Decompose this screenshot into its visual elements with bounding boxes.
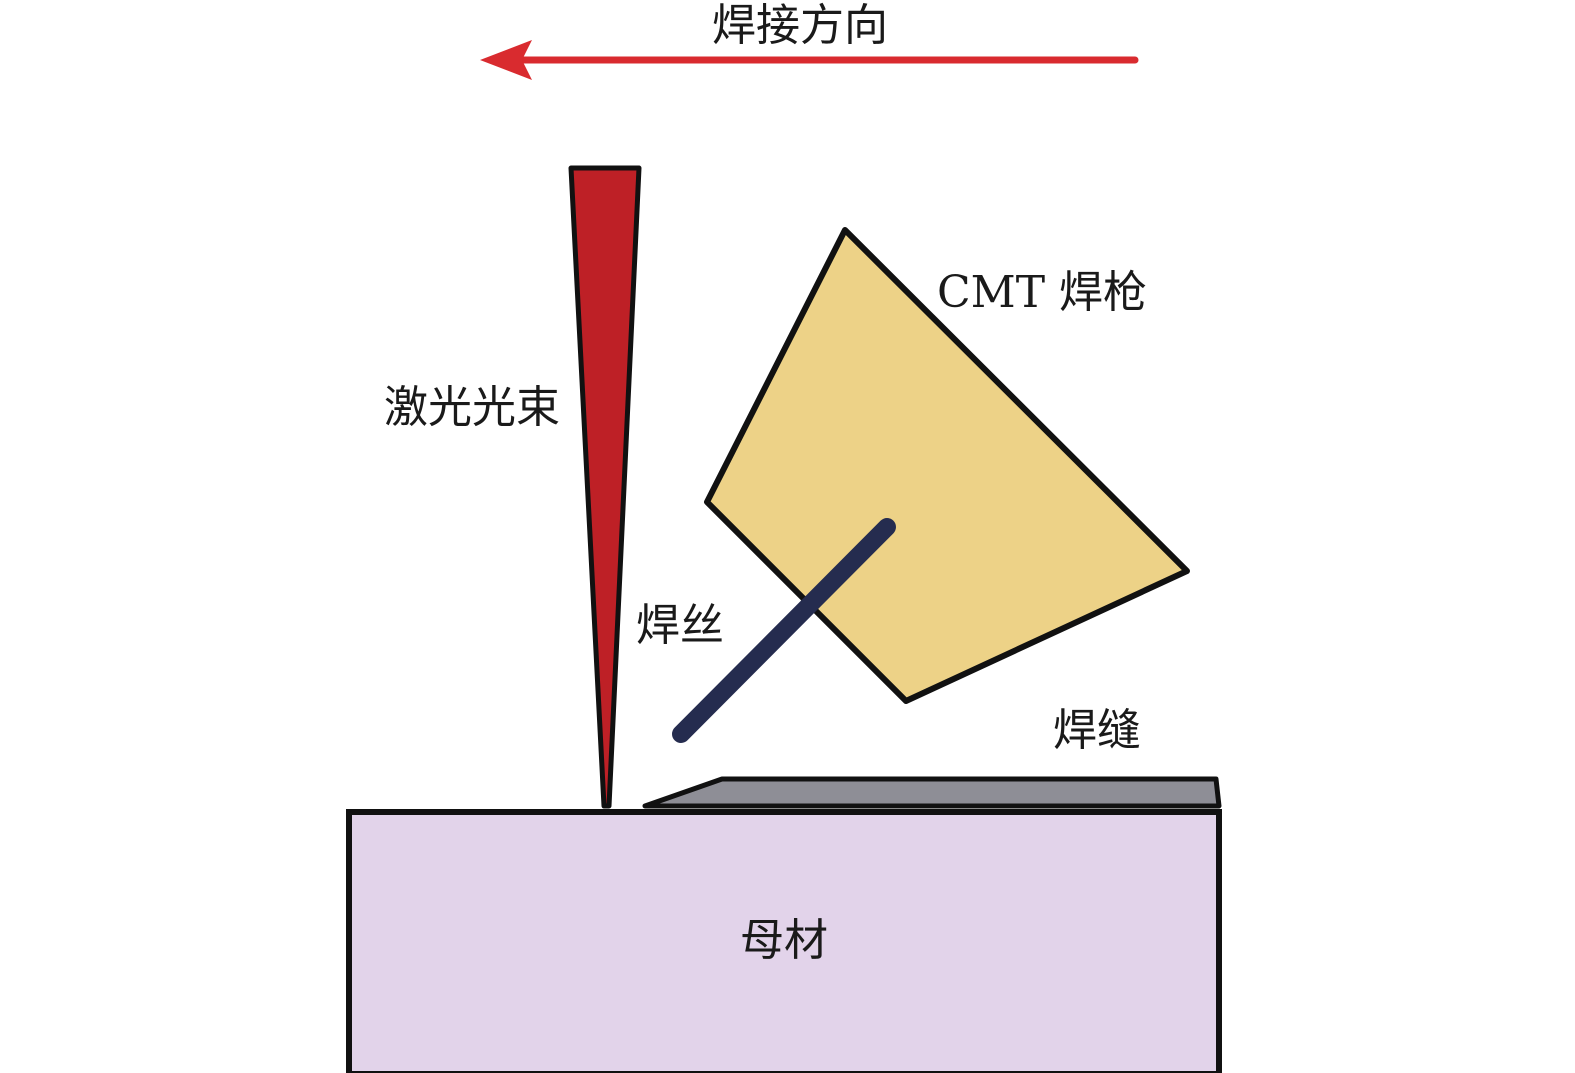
direction-label: 焊接方向 xyxy=(712,0,888,51)
seam-label: 焊缝 xyxy=(1053,705,1141,756)
base-label: 母材 xyxy=(740,915,828,966)
welding-wire xyxy=(672,518,896,743)
weld-seam xyxy=(642,776,1222,809)
welding-direction-arrow xyxy=(480,40,1139,80)
torch-label: CMT 焊枪 xyxy=(937,267,1147,318)
arrow-head xyxy=(480,40,532,80)
laser-label: 激光光束 xyxy=(384,382,560,433)
laser-beam xyxy=(568,165,642,809)
wire-label: 焊丝 xyxy=(636,600,724,651)
base-material-block xyxy=(346,809,1222,1073)
